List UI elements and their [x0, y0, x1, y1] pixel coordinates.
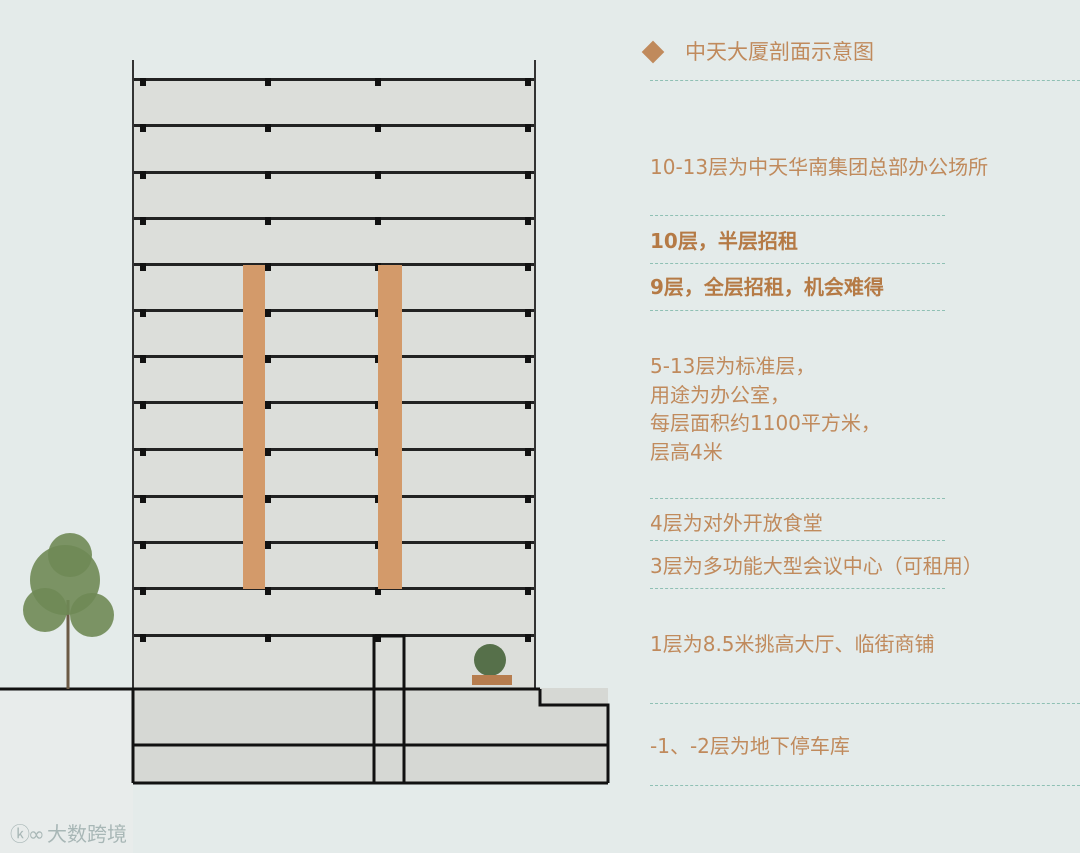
floor-slab [133, 541, 535, 544]
floor-slab [133, 587, 535, 590]
floor-slab [133, 217, 535, 220]
column [525, 495, 531, 503]
column [375, 587, 381, 595]
diagram-title: 中天大厦剖面示意图 [685, 40, 874, 64]
column [525, 355, 531, 363]
note-floor-4: 4层为对外开放食堂 [650, 511, 823, 535]
column [375, 217, 381, 225]
column [140, 217, 146, 225]
column [265, 309, 271, 317]
floor-slab [133, 78, 535, 81]
column [375, 634, 381, 642]
floor-slab [133, 401, 535, 404]
column [525, 448, 531, 456]
column [525, 78, 531, 86]
divider [650, 215, 945, 216]
column [265, 217, 271, 225]
column [525, 263, 531, 271]
divider [650, 785, 1080, 786]
column [525, 634, 531, 642]
column [265, 171, 271, 179]
floor-slab [133, 263, 535, 266]
note-floor-10: 10层，半层招租 [650, 229, 798, 253]
divider [650, 498, 945, 499]
column [265, 263, 271, 271]
ground [0, 690, 133, 853]
divider [650, 588, 945, 589]
column [375, 124, 381, 132]
tree-canopy [23, 588, 67, 632]
column [375, 78, 381, 86]
divider [650, 703, 1080, 704]
column [140, 587, 146, 595]
note-floor-9: 9层，全层招租，机会难得 [650, 275, 884, 299]
column [265, 634, 271, 642]
floor-slab [133, 634, 535, 637]
building-body [133, 80, 535, 688]
core-shaft [243, 265, 265, 589]
divider [650, 80, 1080, 81]
column [265, 495, 271, 503]
column [265, 587, 271, 595]
column [140, 78, 146, 86]
column [265, 78, 271, 86]
note-standard-floors: 5-13层为标准层， 用途为办公室， 每层面积约1100平方米， 层高4米 [650, 354, 881, 464]
plant [474, 644, 506, 676]
column [265, 124, 271, 132]
divider [650, 540, 945, 541]
floor-slab [133, 171, 535, 174]
column [140, 495, 146, 503]
column [140, 401, 146, 409]
floor-slab [133, 124, 535, 127]
watermark-text: 大数跨境 [47, 822, 128, 846]
note-floors-10-13: 10-13层为中天华南集团总部办公场所 [650, 155, 989, 179]
column [375, 171, 381, 179]
column [140, 355, 146, 363]
tree-canopy [48, 533, 92, 577]
column [265, 541, 271, 549]
floor-slab [133, 355, 535, 358]
column [525, 217, 531, 225]
core-shaft [378, 265, 402, 589]
column [525, 541, 531, 549]
column [140, 448, 146, 456]
note-floor-1: 1层为8.5米挑高大厅、临街商铺 [650, 632, 935, 656]
column [525, 171, 531, 179]
note-basement: -1、-2层为地下停车库 [650, 734, 850, 758]
floor-slab [133, 448, 535, 451]
divider [650, 263, 945, 264]
column [265, 401, 271, 409]
divider [650, 310, 945, 311]
column [525, 309, 531, 317]
column [140, 124, 146, 132]
column [525, 587, 531, 595]
elevator-pit [372, 634, 406, 785]
column [525, 401, 531, 409]
column [140, 634, 146, 642]
column [140, 263, 146, 271]
watermark-logo: ⓚ∞ 大数跨境 [10, 822, 128, 846]
note-floor-3: 3层为多功能大型会议中心（可租用） [650, 554, 983, 578]
tree-canopy [70, 593, 114, 637]
column [525, 124, 531, 132]
basement [133, 688, 608, 783]
column [265, 448, 271, 456]
floor-slab [133, 309, 535, 312]
column [265, 355, 271, 363]
column [140, 541, 146, 549]
floor-slab [133, 495, 535, 498]
planter [472, 675, 512, 685]
column [140, 309, 146, 317]
column [140, 171, 146, 179]
